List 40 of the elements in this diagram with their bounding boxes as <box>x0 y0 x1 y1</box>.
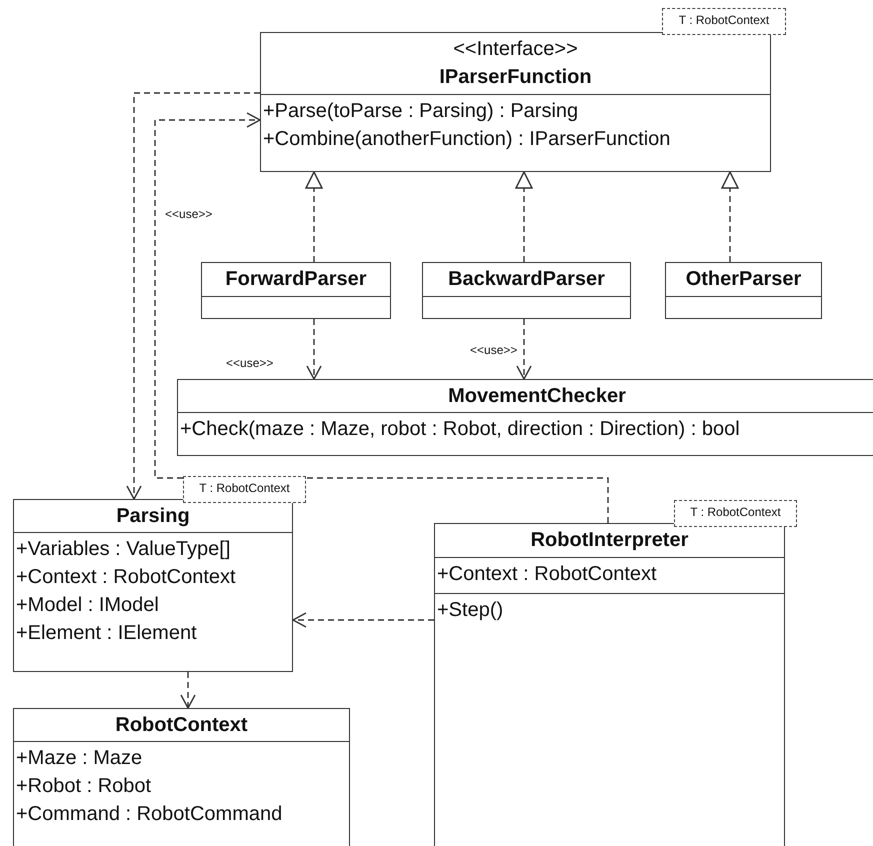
class-name: ForwardParser <box>225 267 367 292</box>
operation: +Parse(toParse : Parsing) : Parsing <box>263 99 578 124</box>
dependency-arrow <box>306 319 322 380</box>
operation: +Combine(anotherFunction) : IParserFunction <box>263 127 670 152</box>
class-name: BackwardParser <box>448 267 605 292</box>
class-box <box>177 379 873 456</box>
operation: +Step() <box>437 598 504 623</box>
attribute: +Command : RobotCommand <box>16 802 282 827</box>
realization-arrow <box>721 171 739 262</box>
realization-arrow <box>515 171 533 262</box>
class-name: RobotContext <box>115 713 248 738</box>
template-parameter-box: T : RobotContext <box>662 8 786 35</box>
attribute: +Model : IModel <box>16 593 159 618</box>
class-name: IParserFunction <box>439 65 592 90</box>
attribute: +Element : IElement <box>16 621 197 646</box>
operation: +Check(maze : Maze, robot : Robot, direction : Direction) : bool <box>180 417 740 442</box>
dependency-arrow <box>126 92 260 500</box>
attribute: +Variables : ValueType[] <box>16 537 230 562</box>
class-name: OtherParser <box>686 267 802 292</box>
dependency-arrow <box>292 612 434 628</box>
class-box <box>434 523 785 846</box>
template-parameter-box: T : RobotContext <box>674 500 797 527</box>
class-box <box>665 262 822 319</box>
class-box <box>260 32 771 172</box>
class-name: Parsing <box>116 504 190 529</box>
class-name: MovementChecker <box>448 384 626 409</box>
attribute: +Context : RobotContext <box>16 565 236 590</box>
class-box <box>422 262 631 319</box>
dependency-arrow <box>516 319 532 380</box>
attribute: +Context : RobotContext <box>437 562 657 587</box>
class-box <box>13 499 293 672</box>
stereotype: <<Interface>> <box>453 37 578 62</box>
class-name: RobotInterpreter <box>530 528 688 553</box>
dependency-arrow <box>180 672 196 709</box>
attribute: +Maze : Maze <box>16 746 142 771</box>
class-box <box>13 708 350 846</box>
realization-arrow <box>305 171 323 262</box>
class-box <box>201 262 391 319</box>
template-parameter-box: T : RobotContext <box>183 476 306 503</box>
attribute: +Robot : Robot <box>16 774 152 799</box>
